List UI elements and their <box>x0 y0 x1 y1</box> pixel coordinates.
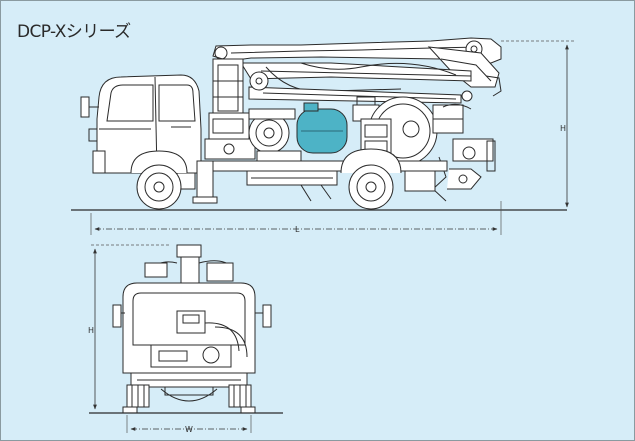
pump-unit <box>248 96 496 202</box>
side-height-label: H <box>560 124 566 133</box>
side-height-dimension: H <box>501 40 575 208</box>
rear-width-label: W <box>185 425 193 434</box>
side-length-label: L <box>295 225 300 234</box>
water-tank <box>296 102 348 154</box>
rear-view-truck <box>112 244 272 414</box>
side-view-truck <box>80 37 502 210</box>
rear-height-dimension: H <box>88 244 171 410</box>
chassis <box>176 160 448 202</box>
boom-arm <box>212 37 502 104</box>
diagram-title: DCP-Xシリーズ <box>17 22 131 42</box>
front-wheel <box>130 150 188 210</box>
outrigger <box>192 160 218 204</box>
rear-width-dimension: W <box>126 415 252 434</box>
rear-wheel <box>340 148 402 210</box>
rear-height-label: H <box>88 326 94 335</box>
boom-turret <box>204 58 256 160</box>
side-length-dimension: L <box>90 201 502 235</box>
